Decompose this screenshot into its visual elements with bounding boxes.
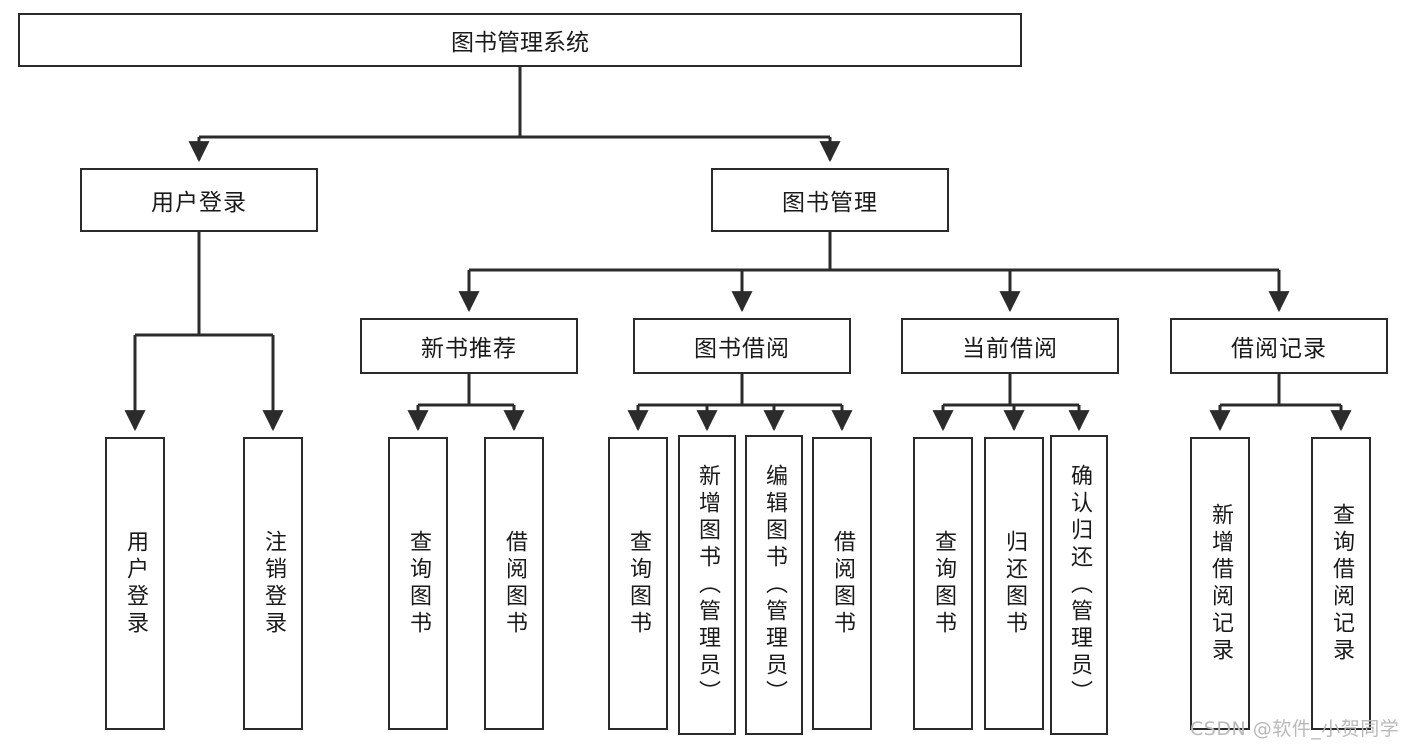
node-user-login[interactable]: 用户登录 bbox=[80, 168, 318, 232]
node-leaf-confirm-return-admin-label: 确认归还（管理员） bbox=[1067, 463, 1092, 707]
node-leaf-user-login-label: 用户登录 bbox=[123, 529, 148, 638]
node-new-book-recommend-label: 新书推荐 bbox=[421, 336, 517, 362]
node-leaf-query-book-3-label: 查询图书 bbox=[931, 529, 956, 638]
node-leaf-query-book-1-label: 查询图书 bbox=[406, 529, 431, 638]
node-root-label: 图书管理系统 bbox=[451, 30, 589, 56]
node-leaf-query-book-1[interactable]: 查询图书 bbox=[388, 437, 448, 730]
node-leaf-user-login[interactable]: 用户登录 bbox=[105, 437, 165, 730]
node-book-borrow-label: 图书借阅 bbox=[694, 336, 790, 362]
node-leaf-return-book-label: 归还图书 bbox=[1002, 529, 1027, 638]
node-book-borrow[interactable]: 图书借阅 bbox=[633, 318, 851, 374]
node-leaf-logout-login[interactable]: 注销登录 bbox=[243, 437, 303, 730]
node-leaf-query-borrow-record-label: 查询借阅记录 bbox=[1329, 502, 1354, 665]
node-leaf-query-book-2[interactable]: 查询图书 bbox=[608, 437, 668, 730]
node-borrow-record-label: 借阅记录 bbox=[1231, 336, 1327, 362]
node-leaf-query-borrow-record[interactable]: 查询借阅记录 bbox=[1311, 437, 1371, 730]
node-new-book-recommend[interactable]: 新书推荐 bbox=[360, 318, 578, 374]
node-leaf-add-borrow-record[interactable]: 新增借阅记录 bbox=[1190, 437, 1250, 730]
node-leaf-edit-book-admin[interactable]: 编辑图书（管理员） bbox=[745, 435, 803, 735]
node-leaf-add-book-admin[interactable]: 新增图书（管理员） bbox=[678, 435, 736, 735]
node-current-borrow-label: 当前借阅 bbox=[962, 336, 1058, 362]
node-leaf-borrow-book-2[interactable]: 借阅图书 bbox=[812, 437, 872, 730]
node-leaf-borrow-book-1-label: 借阅图书 bbox=[502, 529, 527, 638]
node-leaf-add-borrow-record-label: 新增借阅记录 bbox=[1208, 502, 1233, 665]
node-book-manage[interactable]: 图书管理 bbox=[711, 168, 949, 232]
node-leaf-edit-book-admin-label: 编辑图书（管理员） bbox=[762, 463, 787, 707]
node-leaf-borrow-book-2-label: 借阅图书 bbox=[830, 529, 855, 638]
csdn-watermark: CSDN @软件_小贺同学 bbox=[1190, 718, 1400, 740]
node-root[interactable]: 图书管理系统 bbox=[18, 13, 1022, 67]
node-book-manage-label: 图书管理 bbox=[782, 190, 878, 216]
node-leaf-borrow-book-1[interactable]: 借阅图书 bbox=[484, 437, 544, 730]
node-leaf-return-book[interactable]: 归还图书 bbox=[984, 437, 1044, 730]
node-current-borrow[interactable]: 当前借阅 bbox=[901, 318, 1119, 374]
node-borrow-record[interactable]: 借阅记录 bbox=[1170, 318, 1388, 374]
node-leaf-query-book-2-label: 查询图书 bbox=[626, 529, 651, 638]
node-leaf-add-book-admin-label: 新增图书（管理员） bbox=[695, 463, 720, 707]
node-leaf-query-book-3[interactable]: 查询图书 bbox=[913, 437, 973, 730]
node-leaf-logout-login-label: 注销登录 bbox=[261, 529, 286, 638]
node-leaf-confirm-return-admin[interactable]: 确认归还（管理员） bbox=[1050, 435, 1108, 735]
node-user-login-label: 用户登录 bbox=[151, 190, 247, 216]
